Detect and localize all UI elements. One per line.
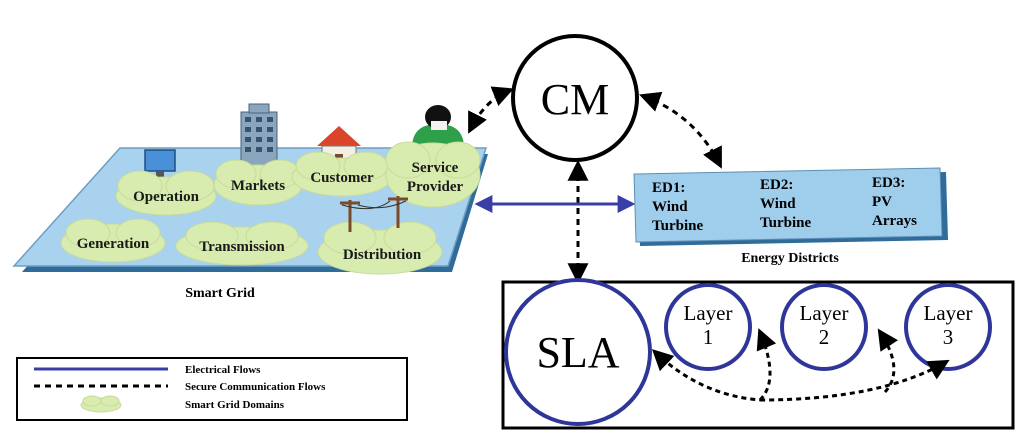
sla-flow-curve xyxy=(651,349,761,402)
legend-electrical-label: Electrical Flows xyxy=(185,364,261,376)
comm-flow-cm-smart-grid xyxy=(468,86,514,134)
legend-domains-label: Smart Grid Domains xyxy=(185,399,285,411)
comm-flow-cm-districts xyxy=(639,91,722,169)
domain-cloud-customer xyxy=(291,151,393,197)
domain-cloud-markets xyxy=(213,159,303,206)
layer-3-title: Layer xyxy=(924,301,973,325)
utility-pole-icon xyxy=(340,196,408,232)
sla-layer-flows xyxy=(651,328,950,402)
cm-node: CM xyxy=(511,34,639,162)
layer-1-title: Layer xyxy=(684,301,733,325)
layer-2-title: Layer xyxy=(800,301,849,325)
ed3-line-2: PV xyxy=(872,194,892,210)
energy-district-ed2: ED2: Wind Turbine xyxy=(760,177,811,231)
ed1-line-2: Wind xyxy=(652,199,688,215)
legend: Electrical Flows Secure Communication Fl… xyxy=(16,357,408,421)
domain-label-customer: Customer xyxy=(310,170,374,186)
sla-node: SLA xyxy=(504,278,652,426)
ed2-line-1: ED2: xyxy=(760,177,793,193)
ed3-line-1: ED3: xyxy=(872,175,905,191)
domain-label-distribution: Distribution xyxy=(343,247,422,263)
domain-label-provider: Provider xyxy=(407,179,464,195)
domain-cloud-transmission xyxy=(175,221,309,266)
communication-flows xyxy=(468,86,722,285)
sla-label: SLA xyxy=(536,328,619,377)
layer-1-node: Layer 1 xyxy=(664,283,752,371)
cm-label: CM xyxy=(541,75,609,124)
domain-label-generation: Generation xyxy=(77,236,150,252)
domain-label-markets: Markets xyxy=(231,178,285,194)
energy-districts-panel xyxy=(633,167,948,246)
layer-2-node: Layer 2 xyxy=(780,283,868,371)
layer-2-number: 2 xyxy=(819,325,830,349)
ed2-line-2: Wind xyxy=(760,196,796,212)
sla-flow-to-layer-3 xyxy=(759,359,950,402)
energy-district-ed1: ED1: Wind Turbine xyxy=(652,180,703,234)
legend-domain-cloud-swatch xyxy=(80,395,122,413)
domain-cloud-generation xyxy=(60,218,166,263)
ed1-line-1: ED1: xyxy=(652,180,685,196)
domain-label-service: Service xyxy=(412,160,459,176)
sla-flow-to-layer-2 xyxy=(877,328,899,394)
domain-label-operation: Operation xyxy=(133,189,199,205)
layer-1-number: 1 xyxy=(703,325,714,349)
domain-cloud-operation xyxy=(115,170,217,216)
legend-communication-label: Secure Communication Flows xyxy=(185,381,326,393)
layer-3-node: Layer 3 xyxy=(904,283,992,371)
ed1-line-3: Turbine xyxy=(652,218,703,234)
domain-label-transmission: Transmission xyxy=(199,239,285,255)
energy-district-ed3: ED3: PV Arrays xyxy=(872,175,917,229)
sla-flow-to-layer-1 xyxy=(756,328,777,402)
layer-3-number: 3 xyxy=(943,325,954,349)
person-icon xyxy=(412,105,464,148)
energy-districts-caption: Energy Districts xyxy=(741,251,839,266)
domain-cloud-service-provider xyxy=(385,141,481,208)
smart-grid-caption: Smart Grid xyxy=(185,286,255,301)
ed2-line-3: Turbine xyxy=(760,215,811,231)
ed3-line-3: Arrays xyxy=(872,213,917,229)
